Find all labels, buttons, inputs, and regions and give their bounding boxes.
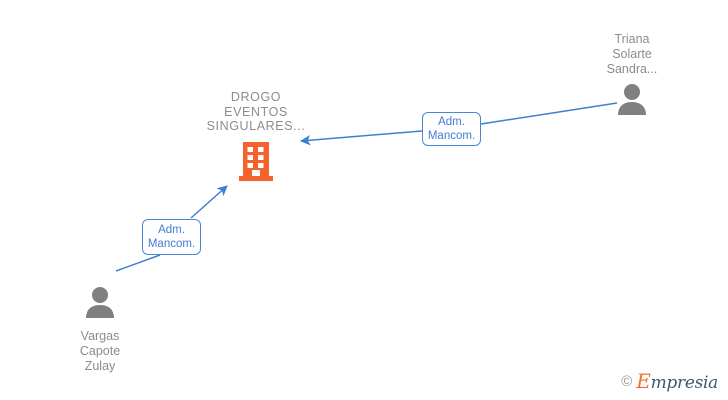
edge-label-triana-adm-mancom[interactable]: Adm. Mancom. (422, 112, 481, 146)
building-icon (196, 140, 316, 187)
brand-rest: mpresia (650, 373, 719, 393)
edge-line-vargas (115, 254, 161, 272)
company-label: DROGO EVENTOS SINGULARES... (206, 90, 306, 133)
edge-label-vargas-adm-mancom[interactable]: Adm. Mancom. (142, 219, 201, 255)
brand-logo-text: Empresia (636, 371, 718, 392)
company-node-drogo-eventos-singulares[interactable]: DROGO EVENTOS SINGULARES... (196, 90, 316, 187)
person-label: Vargas Capote Zulay (79, 329, 121, 373)
copyright-icon: © (621, 373, 633, 390)
person-icon (572, 83, 692, 120)
person-node-vargas-capote-zulay[interactable]: Vargas Capote Zulay (40, 286, 160, 374)
edge-arrow-triana (299, 130, 423, 146)
person-label: Triana Solarte Sandra... (606, 32, 658, 76)
brand-initial: E (636, 369, 651, 393)
edge-line-triana (480, 102, 618, 125)
person-node-triana-solarte-sandra[interactable]: Triana Solarte Sandra... (572, 32, 692, 120)
edge-arrow-vargas (190, 185, 228, 219)
person-icon (40, 286, 160, 323)
watermark-empresia: © Empresia (621, 371, 718, 392)
